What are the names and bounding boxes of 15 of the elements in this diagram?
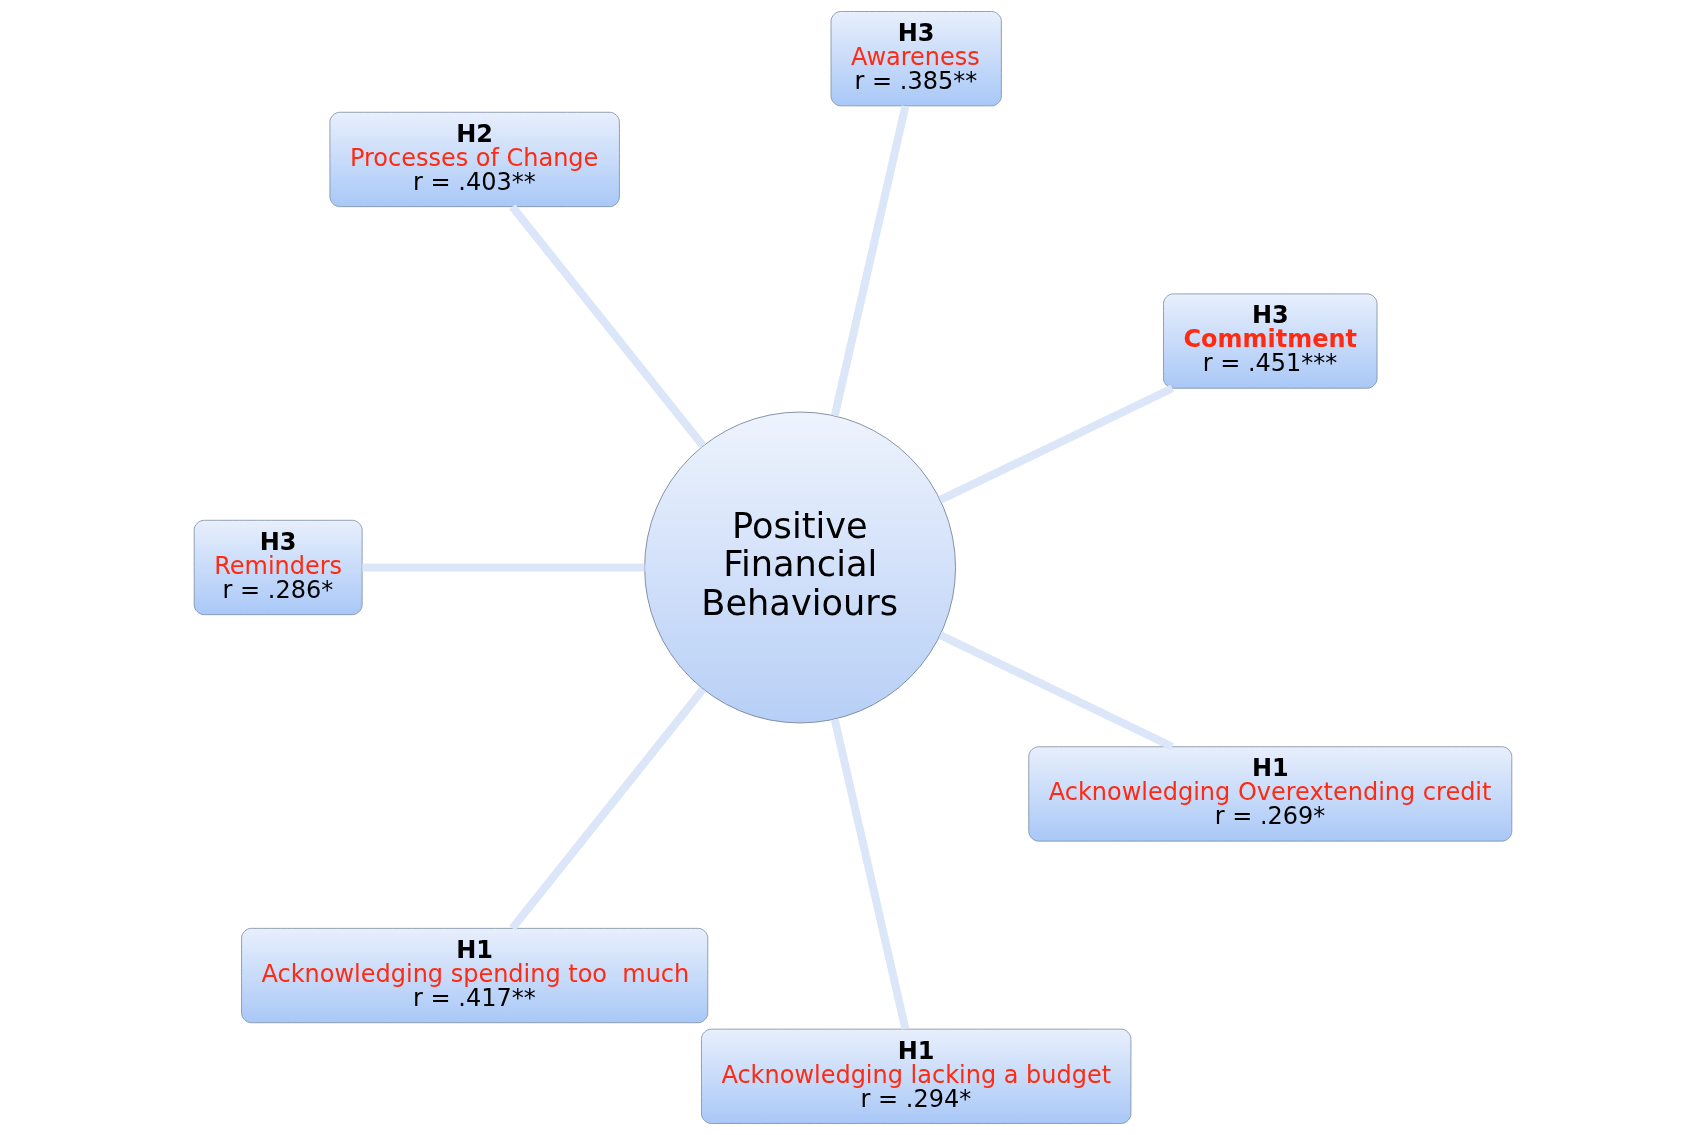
connector — [830, 718, 909, 1030]
node-box: H3 Commitment r = .451*** — [1162, 293, 1377, 389]
connector — [361, 563, 644, 572]
connector — [830, 105, 909, 417]
connector — [508, 686, 706, 931]
node-circle: Positive Financial Behaviours — [643, 411, 956, 724]
connector — [508, 204, 706, 449]
node-box: H1 Acknowledging lacking a budget r = .294* — [700, 1028, 1131, 1124]
node-box: H3 Reminders r = .286* — [193, 519, 363, 616]
node-box: H1 Acknowledging Overextending credit r = .269* — [1027, 746, 1512, 842]
connector — [938, 631, 1174, 751]
node-box: H3 Awareness r = .385** — [830, 11, 1002, 107]
node-box: H2 Processes of Change r = .403** — [329, 111, 620, 208]
node-box: H1 Acknowledging spending too much r = .417** — [240, 927, 708, 1024]
connector — [938, 384, 1174, 504]
